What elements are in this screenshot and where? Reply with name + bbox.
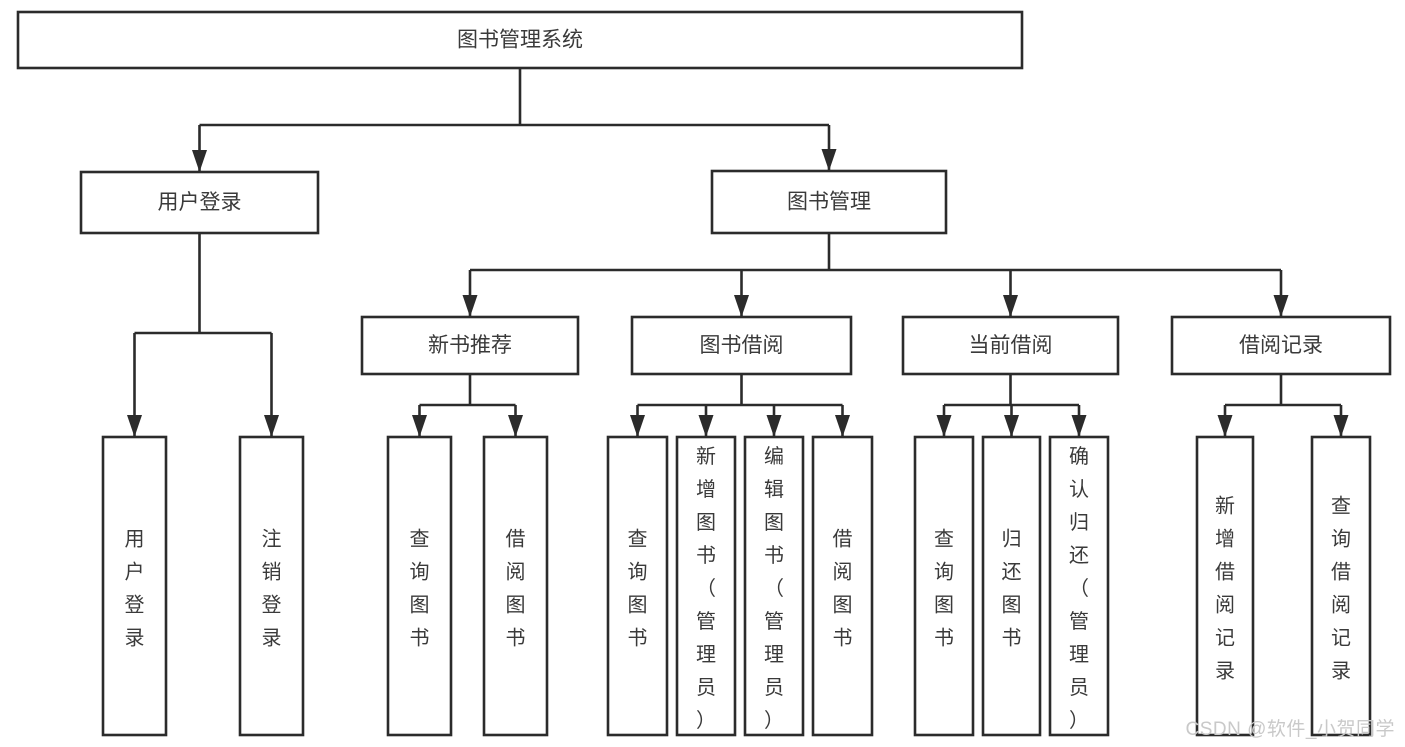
node-label: 查询图书 (934, 528, 954, 650)
arrow-head-icon (821, 149, 837, 171)
arrow-head-icon (1004, 415, 1019, 437)
arrow-head-icon (766, 415, 782, 437)
node-rect (901, 315, 1120, 376)
level3-node-current-borrow[interactable]: 当前借阅 (901, 315, 1120, 376)
node-label: 编辑图书（管理员） (764, 445, 784, 732)
arrow-head-icon (734, 295, 749, 317)
leaf-node-leaf-query-book-2[interactable]: 查询图书 (606, 435, 669, 737)
leaf-node-leaf-add-borrow-record[interactable]: 新增借阅记录 (1195, 435, 1255, 737)
node-label: 图书管理 (787, 191, 871, 214)
arrow-head-icon (462, 295, 478, 317)
leaf-node-leaf-user-login[interactable]: 用户登录 (101, 435, 168, 737)
node-label: 图书管理系统 (457, 29, 583, 52)
node-label: 图书借阅 (700, 334, 784, 357)
arrow-head-icon (1003, 295, 1018, 317)
node-label: 借阅图书 (833, 528, 853, 650)
node-rect (1195, 435, 1255, 737)
node-rect (360, 315, 580, 376)
arrow-head-icon (412, 415, 427, 437)
arrow-head-icon (1333, 415, 1349, 437)
node-rect (710, 169, 948, 235)
arrow-head-icon (630, 415, 645, 437)
node-label: 查询图书 (628, 528, 648, 650)
arrow-head-icon (1071, 415, 1087, 437)
level3-node-new-book-recommend[interactable]: 新书推荐 (360, 315, 580, 376)
level2-node-user-login[interactable]: 用户登录 (79, 170, 320, 235)
node-label: 借阅记录 (1239, 334, 1323, 357)
leaf-node-leaf-borrow-book-1[interactable]: 借阅图书 (482, 435, 549, 737)
node-rect (79, 170, 320, 235)
arrow-head-icon (698, 415, 714, 437)
node-label: 用户登录 (125, 529, 145, 650)
node-label: 新书推荐 (428, 334, 512, 357)
node-layer: 图书管理系统用户登录图书管理新书推荐图书借阅当前借阅借阅记录用户登录注销登录查询… (16, 10, 1392, 737)
node-rect (1310, 435, 1372, 737)
node-label: 归还图书 (1002, 528, 1022, 650)
node-rect (675, 435, 737, 737)
node-rect (482, 435, 549, 737)
connector-layer (127, 68, 1349, 437)
node-label: 查询借阅记录 (1331, 495, 1351, 683)
leaf-node-leaf-return-book[interactable]: 归还图书 (981, 435, 1042, 737)
node-rect (16, 10, 1024, 70)
arrow-head-icon (1217, 415, 1233, 437)
node-label: 新增借阅记录 (1215, 495, 1235, 683)
node-rect (913, 435, 975, 737)
leaf-node-leaf-borrow-book-2[interactable]: 借阅图书 (811, 435, 874, 737)
node-label: 确认归还（管理员） (1069, 445, 1089, 732)
level3-node-book-borrow[interactable]: 图书借阅 (630, 315, 853, 376)
leaf-node-leaf-logout-login[interactable]: 注销登录 (238, 435, 305, 737)
node-rect (630, 315, 853, 376)
node-rect (1048, 435, 1110, 737)
level3-node-borrow-record[interactable]: 借阅记录 (1170, 315, 1392, 376)
leaf-node-leaf-query-book-3[interactable]: 查询图书 (913, 435, 975, 737)
node-rect (743, 435, 805, 737)
node-rect (811, 435, 874, 737)
root-node-root[interactable]: 图书管理系统 (16, 10, 1024, 70)
arrow-head-icon (264, 415, 279, 437)
node-rect (238, 435, 305, 737)
level2-node-book-management[interactable]: 图书管理 (710, 169, 948, 235)
leaf-node-leaf-add-book-admin[interactable]: 新增图书（管理员） (675, 435, 737, 737)
arrow-head-icon (192, 150, 207, 172)
arrow-head-icon (835, 415, 850, 437)
leaf-node-leaf-confirm-return-admin[interactable]: 确认归还（管理员） (1048, 435, 1110, 737)
node-label: 新增图书（管理员） (696, 445, 716, 732)
node-rect (101, 435, 168, 737)
leaf-node-leaf-query-book-1[interactable]: 查询图书 (386, 435, 453, 737)
node-rect (1170, 315, 1392, 376)
node-label: 用户登录 (158, 191, 242, 214)
arrow-head-icon (127, 415, 142, 437)
node-rect (981, 435, 1042, 737)
node-rect (606, 435, 669, 737)
leaf-node-leaf-query-borrow-record[interactable]: 查询借阅记录 (1310, 435, 1372, 737)
node-rect (386, 435, 453, 737)
node-label: 当前借阅 (969, 334, 1053, 357)
node-label: 借阅图书 (506, 528, 526, 650)
leaf-node-leaf-edit-book-admin[interactable]: 编辑图书（管理员） (743, 435, 805, 737)
node-label: 查询图书 (410, 528, 430, 650)
arrow-head-icon (1273, 295, 1289, 317)
watermark-text: CSDN @软件_小贺同学 (1185, 719, 1395, 740)
arrow-head-icon (936, 415, 952, 437)
node-label: 注销登录 (262, 528, 282, 650)
arrow-head-icon (508, 415, 523, 437)
